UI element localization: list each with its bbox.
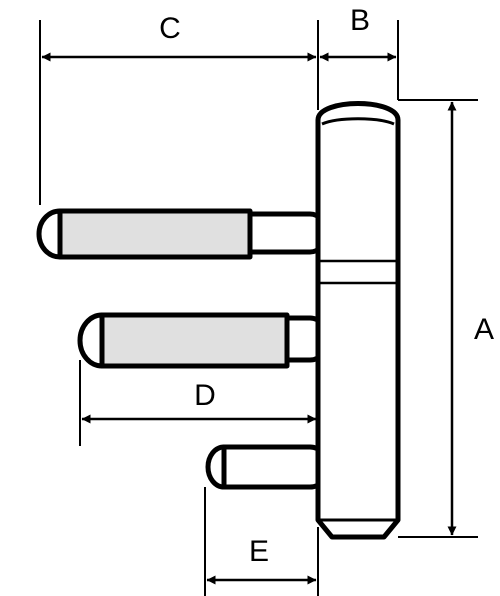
lower-pin-shaft (221, 444, 331, 490)
middle-pin-tip (77, 312, 105, 369)
label-b: B (350, 4, 370, 37)
middle-pin (77, 312, 331, 369)
label-d: D (194, 379, 216, 412)
middle-pin-sleeve (99, 312, 290, 369)
upper-pin-tip (36, 208, 63, 260)
label-e: E (249, 535, 269, 568)
barrel-top-cap-line (321, 117, 395, 126)
upper-pin-shaft (247, 211, 329, 255)
lower-pin (205, 444, 331, 490)
upper-pin-sleeve (57, 208, 253, 260)
hinge-barrel (315, 101, 401, 540)
dimension-lines (41, 52, 457, 585)
barrel-outline (315, 101, 401, 540)
label-c: C (159, 12, 181, 45)
label-a: A (474, 313, 494, 346)
extension-lines (39, 20, 478, 596)
upper-pin (36, 208, 329, 260)
lower-pin-tip (205, 444, 227, 490)
